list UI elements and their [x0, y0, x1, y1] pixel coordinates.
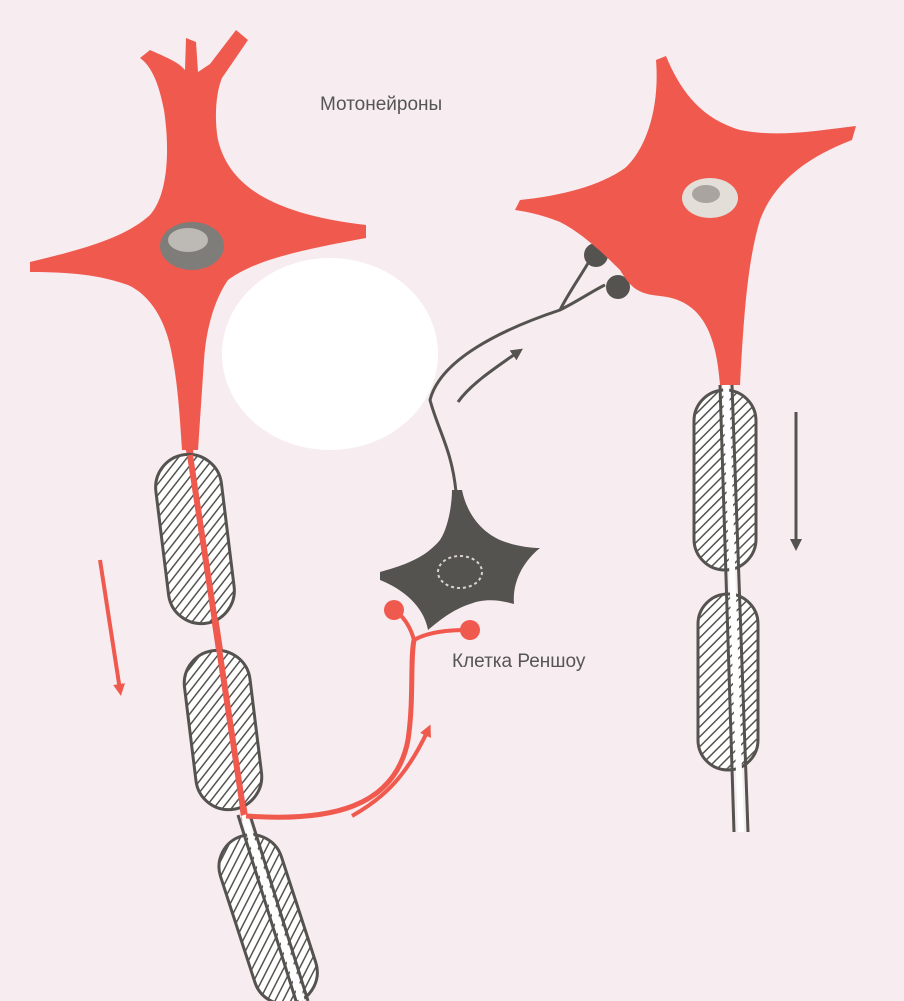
right-nucleus-detail: [692, 185, 720, 203]
motoneurons-label: Мотонейроны: [320, 94, 442, 115]
renshaw-cell-label: Клетка Реншоу: [452, 651, 586, 672]
collateral-terminal-a: [384, 600, 404, 620]
collateral-terminal-b: [460, 620, 480, 640]
left-nucleus-highlight: [168, 228, 208, 252]
white-blot: [222, 258, 438, 450]
